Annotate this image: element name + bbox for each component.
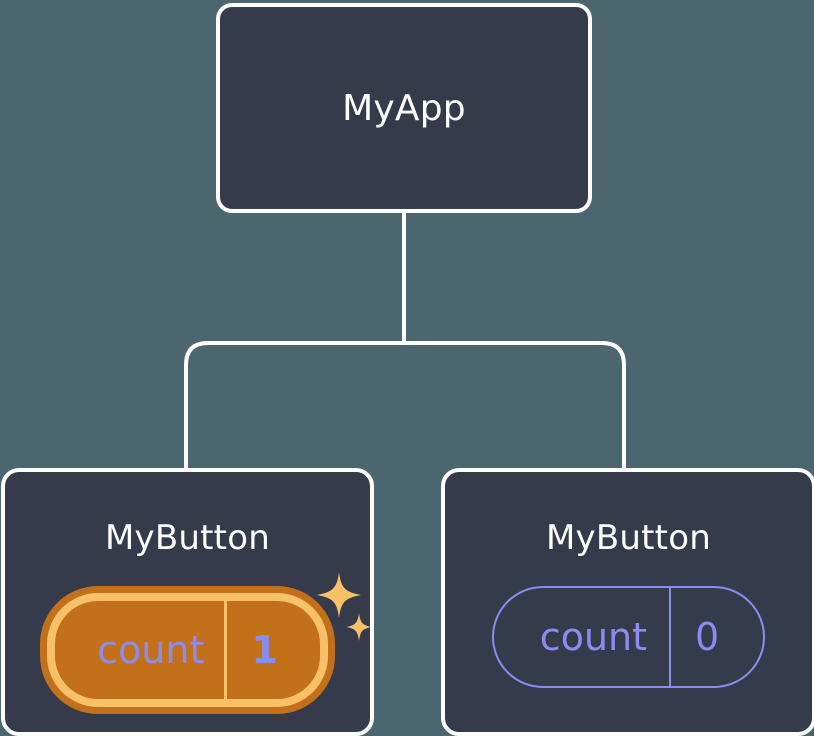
state-value-label: 0 xyxy=(669,588,763,686)
state-value-label: 1 xyxy=(224,601,319,699)
sparkle-small-icon xyxy=(345,613,372,641)
state-key-label: count xyxy=(97,628,205,672)
state-pill-plain-wrap: count 0 xyxy=(491,586,766,688)
node-mybutton-left-body: MyButton count 1 xyxy=(5,472,372,732)
node-mybutton-left-label: MyButton xyxy=(105,518,270,558)
node-mybutton-right-body: MyButton count 0 xyxy=(445,472,812,732)
node-myapp[interactable]: MyApp xyxy=(216,3,592,213)
state-pill-inner: count 1 xyxy=(47,593,328,707)
state-pill-count-plain[interactable]: count 0 xyxy=(491,586,766,688)
node-mybutton-left[interactable]: MyButton count 1 xyxy=(1,468,374,736)
node-mybutton-right[interactable]: MyButton count 0 xyxy=(441,468,814,736)
connector-branch-bus xyxy=(184,341,626,470)
state-pill-highlighted-wrap: count 1 xyxy=(40,572,372,714)
node-mybutton-right-label: MyButton xyxy=(546,518,711,558)
state-key-label: count xyxy=(539,615,648,659)
state-pill-count-highlighted[interactable]: count 1 xyxy=(40,586,335,714)
node-myapp-label: MyApp xyxy=(342,87,466,129)
